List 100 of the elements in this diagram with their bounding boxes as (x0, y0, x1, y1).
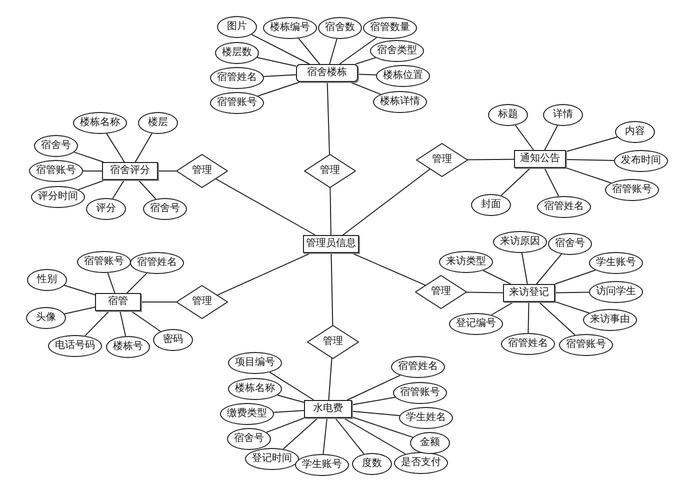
connector-line (273, 410, 304, 413)
attribute-ellipse: 宿舍数 (318, 17, 362, 39)
connector-line (107, 272, 116, 294)
connector-line (466, 292, 504, 294)
connector-line (346, 374, 401, 400)
attribute-ellipse: 内容 (615, 121, 655, 143)
connector-line (84, 310, 110, 336)
connector-line (120, 310, 126, 337)
connector-line (566, 159, 614, 161)
connector-line (256, 57, 296, 67)
connector-line (352, 416, 414, 438)
connector-line (349, 82, 382, 95)
entity-box: 宿舍评分 (102, 162, 158, 180)
attribute-ellipse: 来访原因 (493, 231, 547, 253)
connector-line (351, 252, 426, 286)
attribute-ellipse: 宿舍号 (548, 233, 592, 255)
attribute-ellipse: 登记时间 (245, 448, 299, 470)
attribute-ellipse: 宿舍号 (143, 198, 187, 220)
connector-line (328, 358, 332, 400)
attribute-ellipse: 宿舍号 (227, 428, 271, 450)
attribute-ellipse: 详情 (543, 104, 583, 126)
connector-line (521, 252, 528, 284)
attribute-ellipse: 来访类型 (439, 251, 493, 273)
attribute-ellipse: 宿管姓名 (210, 67, 264, 89)
connector-line (358, 74, 377, 76)
connector-line (467, 158, 514, 160)
entity-box: 宿舍楼栋 (296, 64, 358, 82)
attribute-ellipse: 金额 (410, 432, 450, 454)
attribute-ellipse: 来访事由 (583, 309, 637, 331)
connector-line (538, 302, 576, 336)
attribute-ellipse: 楼层数 (215, 42, 259, 64)
attribute-ellipse: 学生姓名 (399, 407, 453, 429)
connector-line (536, 254, 562, 284)
connector-line (64, 306, 96, 314)
connector-line (342, 168, 430, 236)
connector-line (106, 133, 125, 162)
connector-line (64, 284, 96, 296)
entity-box: 管理员信息 (303, 235, 359, 253)
connector-line (334, 418, 364, 454)
connector-line (215, 178, 316, 236)
attribute-ellipse: 学生账号 (295, 454, 349, 476)
connector-line (251, 34, 310, 64)
connector-line (490, 302, 514, 316)
attribute-ellipse: 电话号码 (48, 335, 102, 357)
attribute-ellipse: 楼栋详情 (373, 91, 427, 113)
connector-line (82, 170, 102, 172)
connector-line (134, 133, 152, 162)
connector-line (355, 57, 376, 64)
attribute-ellipse: 楼栋位置 (376, 65, 430, 87)
attribute-ellipse: 访问学生 (589, 281, 643, 303)
attribute-ellipse: 性别 (27, 269, 67, 291)
connector-line (352, 396, 396, 406)
relationship-label: 管理 (192, 166, 212, 176)
connector-line (330, 252, 334, 326)
connector-line (500, 168, 531, 196)
entity-box: 水电费 (304, 400, 352, 418)
connector-line (482, 270, 512, 284)
attribute-ellipse: 图片 (217, 16, 257, 38)
attribute-ellipse: 宿管姓名 (130, 252, 184, 274)
connector-line (158, 170, 176, 172)
attribute-ellipse: 宿管数量 (363, 17, 417, 39)
attribute-ellipse: 发布时间 (614, 150, 668, 172)
connector-line (263, 74, 296, 77)
attribute-ellipse: 宿管账号 (393, 382, 447, 404)
entity-box: 来访登记 (503, 284, 555, 302)
connector-line (78, 180, 106, 190)
connector-line (112, 180, 125, 200)
connector-line (544, 125, 558, 150)
attribute-ellipse: 标题 (488, 104, 528, 126)
attribute-ellipse: 评分时间 (31, 186, 85, 208)
connector-line (326, 82, 330, 155)
attribute-ellipse: 宿管姓名 (501, 333, 555, 355)
connector-line (566, 136, 618, 152)
attribute-ellipse: 密码 (153, 329, 193, 351)
attribute-ellipse: 楼栋号 (106, 336, 150, 358)
connector-line (282, 418, 318, 450)
connector-line (544, 168, 560, 197)
connector-line (276, 394, 304, 403)
connector-line (343, 418, 406, 454)
relationship-label: 管理 (192, 297, 212, 307)
attribute-ellipse: 是否支付 (394, 452, 448, 474)
connector-line (352, 410, 400, 416)
connector-line (554, 270, 596, 284)
attribute-ellipse: 楼栋编号 (263, 17, 317, 39)
connector-line (298, 38, 320, 64)
attribute-ellipse: 楼栋名称 (73, 112, 127, 134)
entity-box: 通知公告 (514, 150, 566, 168)
connector-line (329, 38, 338, 64)
attribute-ellipse: 楼层 (138, 112, 178, 134)
attribute-ellipse: 宿管姓名 (391, 356, 445, 378)
attribute-ellipse: 宿管账号 (605, 179, 659, 201)
connector-line (216, 252, 312, 296)
attribute-ellipse: 评分 (86, 198, 126, 220)
entity-box: 宿管 (95, 293, 141, 311)
connector-line (257, 82, 300, 96)
connector-line (554, 292, 590, 294)
relationship-label: 管理 (431, 287, 451, 297)
attribute-ellipse: 缴费类型 (220, 403, 274, 425)
connector-line (269, 372, 314, 400)
attribute-ellipse: 登记编号 (449, 313, 503, 335)
